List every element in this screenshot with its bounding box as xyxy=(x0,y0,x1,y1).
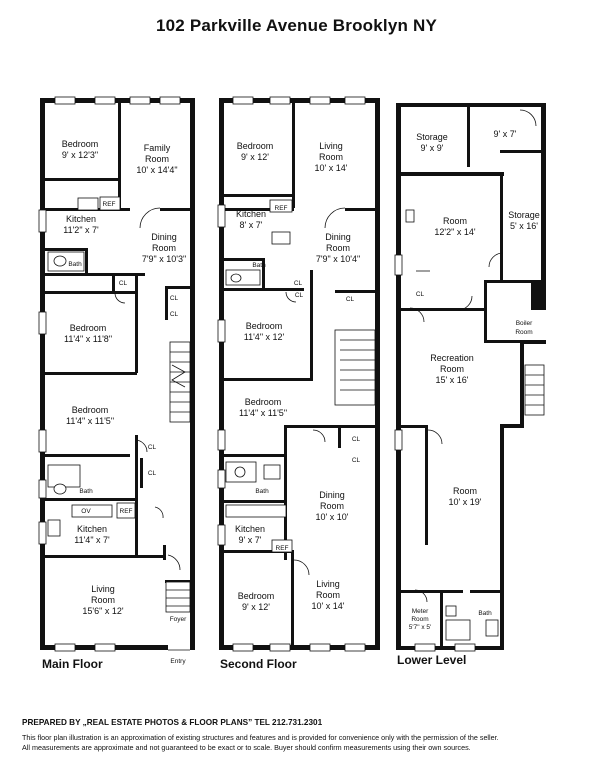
fixture-tag: REF xyxy=(276,545,289,552)
floor-label: Lower Level xyxy=(397,653,466,667)
room-label: 9' x 7' xyxy=(494,129,517,139)
fixture-tag: CL xyxy=(148,470,157,477)
floor-label: Second Floor xyxy=(220,657,297,671)
second-floor-walls xyxy=(219,98,380,650)
floor-label: Main Floor xyxy=(42,657,103,671)
room-label: Bath xyxy=(79,488,93,495)
fixture-tag: REF xyxy=(275,205,288,212)
second-floor-fixtures xyxy=(225,199,376,576)
fixture-tag: CL xyxy=(148,444,157,451)
room-label: Bath xyxy=(255,488,269,495)
main-floor-walls xyxy=(40,98,195,650)
fixture-tag: CL xyxy=(294,280,303,287)
room-label: Entry xyxy=(170,658,186,665)
fixture-tag: CL xyxy=(416,291,425,298)
fixture-tag: REF xyxy=(103,201,116,208)
footer: PREPARED BY „REAL ESTATE PHOTOS & FLOOR … xyxy=(22,718,582,753)
room-label: Bath xyxy=(478,610,492,617)
fixture-tag: CL xyxy=(352,457,361,464)
prepared-by: PREPARED BY „REAL ESTATE PHOTOS & FLOOR … xyxy=(22,718,323,727)
room-label: Bath xyxy=(252,262,266,269)
lower-level-fixtures xyxy=(394,109,545,652)
main-floor-fixtures xyxy=(47,196,191,651)
room-label: Foyer xyxy=(170,616,187,623)
plan-title: 102 Parkville Avenue Brooklyn NY xyxy=(155,16,438,35)
fixture-tag: CL xyxy=(346,296,355,303)
fixture-tag: CL xyxy=(170,295,179,302)
second-floor-windows xyxy=(217,96,366,652)
disclaimer-line: This floor plan illustration is an appro… xyxy=(22,733,499,742)
fixture-tag: CL xyxy=(119,280,128,287)
disclaimer-line: All measurements are approximate and not… xyxy=(22,743,471,752)
fixture-tag: CL xyxy=(352,436,361,443)
fixture-tag: REF xyxy=(120,508,133,515)
lower-level-walls xyxy=(396,103,546,650)
room-label: Bath xyxy=(68,261,82,268)
fixture-tag: CL xyxy=(295,292,304,299)
fixture-tag: OV xyxy=(81,508,91,515)
main-floor-windows xyxy=(38,96,181,652)
fixture-tag: CL xyxy=(170,311,179,318)
